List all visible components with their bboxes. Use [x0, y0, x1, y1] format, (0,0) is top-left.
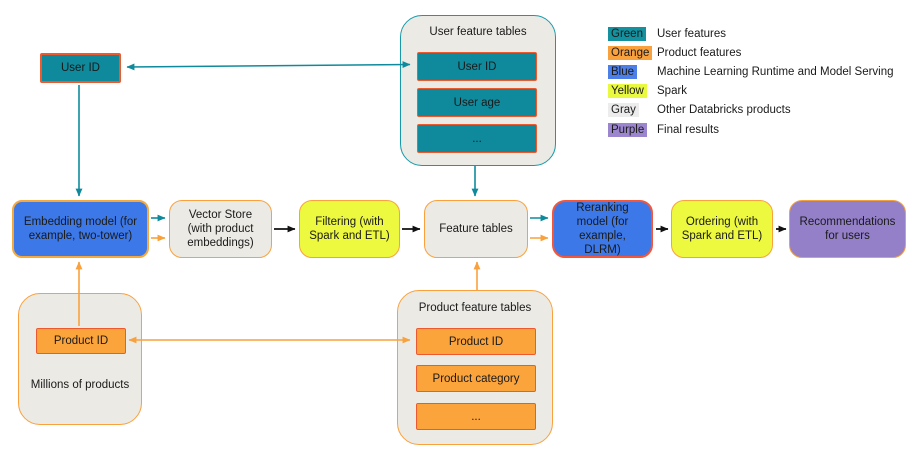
embedding-model-node: Embedding model (for example, two-tower): [12, 200, 149, 258]
legend-swatch-purple: Purple: [608, 122, 657, 137]
user-id-node: User ID: [40, 53, 121, 83]
legend-swatch-yellow: Yellow: [608, 84, 657, 99]
vector-store-node: Vector Store (with product embeddings): [169, 200, 272, 258]
legend-swatch-gray: Gray: [608, 103, 657, 118]
arrow-userid-userfeature-bidirectional: [126, 61, 411, 71]
recommendations-node: Recommendations for users: [789, 200, 906, 258]
legend-swatch-blue: Blue: [608, 64, 657, 79]
millions-product-id-node: Product ID: [36, 328, 126, 354]
legend-swatch-green: Green: [608, 26, 657, 41]
millions-of-products-label: Millions of products: [30, 379, 130, 391]
legend: Green User features Orange Product featu…: [608, 24, 894, 139]
millions-of-products-container: Product ID Millions of products: [18, 293, 142, 425]
legend-label-ml-runtime: Machine Learning Runtime and Model Servi…: [657, 65, 894, 78]
legend-label-user-features: User features: [657, 27, 727, 40]
filtering-node: Filtering (with Spark and ETL): [299, 200, 400, 258]
legend-swatch-orange: Orange: [608, 45, 657, 60]
ordering-node: Ordering (with Spark and ETL): [671, 200, 773, 258]
user-feature-tables-container: User feature tables User ID User age ...: [400, 15, 556, 166]
user-feature-row-user-id: User ID: [417, 52, 537, 81]
user-feature-tables-title: User feature tables: [429, 26, 527, 38]
user-feature-row-user-age: User age: [417, 88, 537, 117]
reranking-model-node: Reranking model (for example, DLRM): [552, 200, 653, 258]
product-feature-tables-title: Product feature tables: [418, 302, 532, 314]
legend-label-spark: Spark: [657, 85, 688, 98]
product-feature-row-ellipsis: ...: [416, 403, 536, 430]
legend-label-final-results: Final results: [657, 123, 719, 136]
product-feature-row-product-id: Product ID: [416, 328, 536, 355]
feature-tables-node: Feature tables: [424, 200, 528, 258]
legend-label-product-features: Product features: [657, 46, 742, 59]
user-feature-row-ellipsis: ...: [417, 124, 537, 153]
product-feature-row-category: Product category: [416, 365, 536, 392]
product-feature-tables-container: Product feature tables Product ID Produc…: [397, 290, 553, 445]
legend-label-other-databricks: Other Databricks products: [657, 104, 791, 117]
